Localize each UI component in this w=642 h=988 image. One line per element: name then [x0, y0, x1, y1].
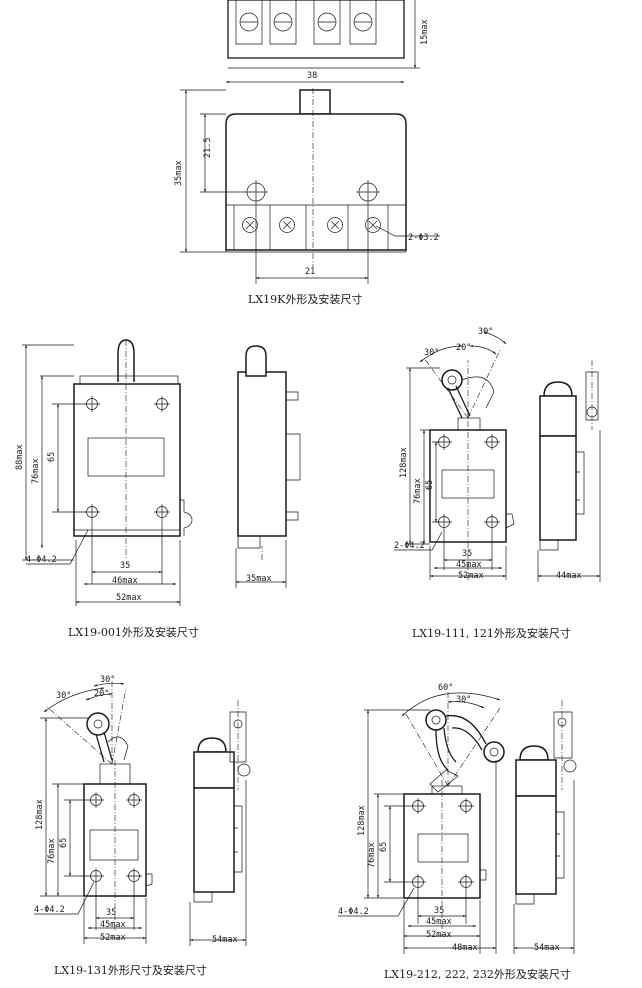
caption-lx19k: LX19K外形及安装尺寸: [248, 292, 362, 306]
dim-35max: 35max: [246, 574, 272, 584]
dim-52max: 52max: [458, 571, 484, 581]
caption-lx19-212: LX19-212, 222, 232外形及安装尺寸: [384, 967, 571, 981]
lx19k-housing: [225, 113, 407, 251]
dim-35: 35: [434, 906, 444, 916]
dim-45max: 45max: [456, 560, 482, 570]
dim-hole-4-phi4-2: 4-Φ4.2: [34, 905, 65, 915]
terminal-screws: [228, 0, 404, 69]
dim-15max: 15max: [420, 19, 430, 45]
lx19k-drawing: 15max 38 21.5 35max 2-Φ3.2 21: [174, 0, 440, 306]
roller-arm: [419, 331, 507, 419]
dim-35max: 35max: [174, 160, 184, 186]
side-view-body: [237, 371, 287, 537]
dim-hole-2-phi4-2: 2-Φ4.2: [394, 541, 425, 551]
dim-128max: 128max: [35, 799, 45, 830]
lx19-131-drawing: 30° 30° 20° 128max 76max 65 4-Φ4.2: [34, 675, 251, 977]
dim-128max: 128max: [399, 447, 409, 478]
dim-65: 65: [379, 842, 389, 852]
dim-52max: 52max: [100, 933, 126, 943]
angle-30: 30°: [456, 695, 471, 705]
angle-30-top: 30°: [100, 675, 115, 685]
dim-76max: 76max: [367, 842, 377, 868]
lx19-212-drawing: 60° 30° 128max 76max 65 4-Φ4.2: [338, 683, 577, 981]
dim-38: 38: [307, 71, 317, 81]
terminal-row: [233, 205, 389, 250]
dim-76max: 76max: [413, 478, 423, 504]
angle-30-left: 30°: [424, 348, 439, 358]
dim-65: 65: [47, 452, 57, 462]
dim-88max: 88max: [15, 444, 25, 470]
dim-21-5: 21.5: [203, 138, 213, 158]
lx19-111-drawing: 30° 20° 30° 128max 76max 65 2-: [394, 327, 601, 640]
dim-76max: 76max: [47, 838, 57, 864]
dim-35: 35: [106, 908, 116, 918]
angle-30-right: 30°: [478, 327, 493, 337]
roller-arm: [43, 680, 129, 765]
dim-35: 35: [120, 561, 130, 571]
caption-lx19-111: LX19-111, 121外形及安装尺寸: [412, 626, 571, 640]
dim-54max: 54max: [212, 935, 238, 945]
dim-128max: 128max: [357, 805, 367, 836]
side-view: [193, 700, 251, 903]
dim-hole-4-phi4-2: 4-Φ4.2: [26, 555, 57, 565]
dim-hole-2-phi3-2: 2-Φ3.2: [408, 233, 439, 243]
dim-52max: 52max: [426, 930, 452, 940]
plunger: [299, 89, 331, 115]
caption-lx19-001: LX19-001外形及安装尺寸: [68, 625, 199, 639]
dim-45max: 45max: [100, 920, 126, 930]
dim-35: 35: [462, 549, 472, 559]
dim-52max: 52max: [116, 593, 142, 603]
dim-46max: 46max: [112, 576, 138, 586]
label-window: [417, 833, 469, 863]
side-view: [515, 700, 577, 905]
angle-60: 60°: [438, 683, 453, 693]
dim-54max: 54max: [534, 943, 560, 953]
angle-30-left: 30°: [56, 691, 71, 701]
dim-48max: 48max: [452, 943, 478, 953]
side-view: [539, 360, 599, 551]
angle-20: 20°: [94, 689, 109, 699]
dim-65: 65: [59, 838, 69, 848]
lx19-001-drawing: 88max 76max 65 4-Φ4.2 35 46max 52max 35m…: [15, 339, 301, 639]
dim-hole-4-phi4-2: 4-Φ4.2: [338, 907, 369, 917]
dim-45max: 45max: [426, 917, 452, 927]
dim-76max: 76max: [31, 458, 41, 484]
label-window: [89, 829, 139, 861]
dim-44max: 44max: [556, 571, 582, 581]
caption-lx19-131: LX19-131外形尺寸及安装尺寸: [54, 963, 207, 977]
fork-arm: [401, 690, 505, 793]
dim-65: 65: [425, 480, 435, 490]
angle-20: 20°: [456, 343, 471, 353]
dim-21: 21: [305, 267, 315, 277]
